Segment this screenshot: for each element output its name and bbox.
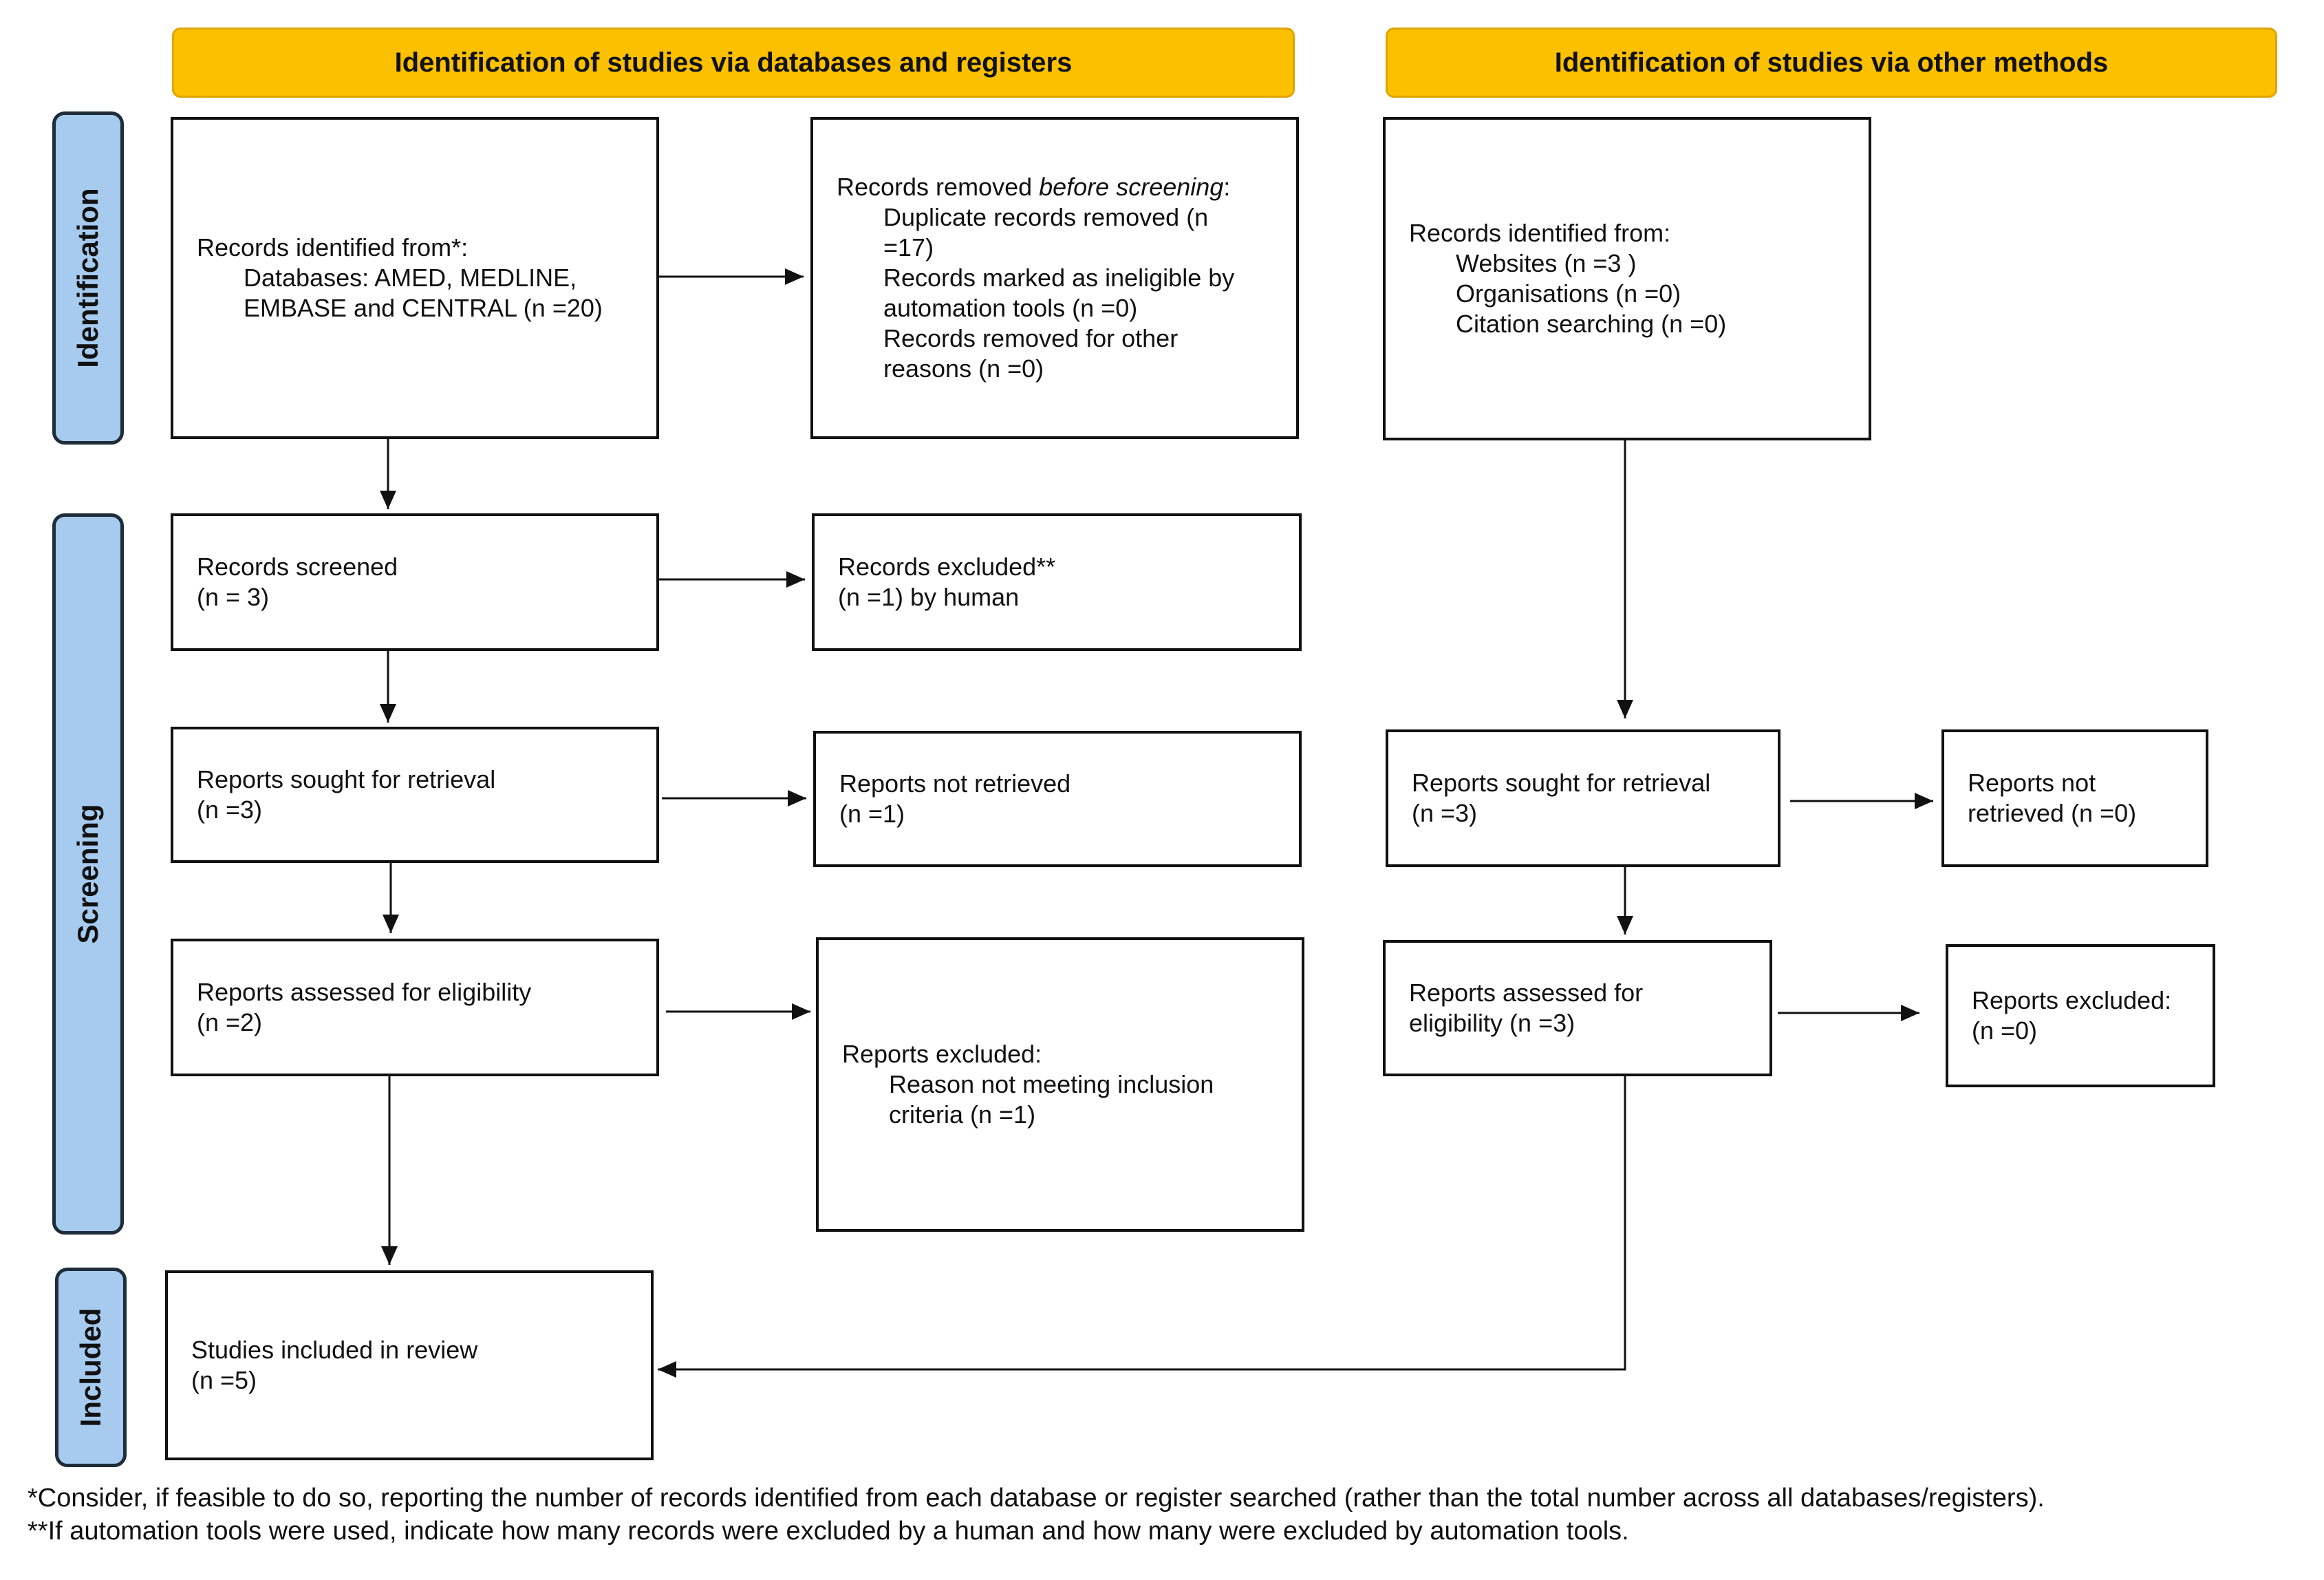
box-studies-included: Studies included in review (n =5) [165, 1270, 654, 1460]
records-screened-value: (n = 3) [197, 583, 270, 611]
other-not-retrieved-1: Reports not [1968, 769, 2096, 797]
box-records-removed: Records removed before screening: Duplic… [810, 117, 1299, 439]
other-excluded-value: (n =0) [1972, 1016, 2038, 1045]
arrow-other-assessed-to-included [658, 1076, 1626, 1378]
reports-sought-value: (n =3) [197, 796, 263, 824]
box-other-reports-assessed: Reports assessed for eligibility (n =3) [1383, 940, 1772, 1076]
reports-not-retrieved-title: Reports not retrieved [839, 769, 1071, 798]
box-other-reports-excluded: Reports excluded: (n =0) [1946, 944, 2215, 1087]
duplicate-records-1: Duplicate records removed (n [883, 203, 1209, 231]
other-identified-citation: Citation searching (n =0) [1456, 310, 1727, 338]
other-sought-title: Reports sought for retrieval [1412, 769, 1711, 797]
automation-records-2: automation tools (n =0) [883, 294, 1138, 322]
reports-assessed-value: (n =2) [197, 1008, 263, 1036]
records-identified-databases-2: EMBASE and CENTRAL (n =20) [244, 294, 603, 322]
reports-excluded-reason-1: Reason not meeting inclusion [889, 1070, 1214, 1098]
other-identified-title: Records identified from: [1409, 219, 1671, 247]
reports-assessed-title: Reports assessed for eligibility [197, 978, 532, 1006]
automation-records-1: Records marked as ineligible by [883, 264, 1235, 292]
box-reports-assessed: Reports assessed for eligibility (n =2) [171, 939, 659, 1076]
reports-excluded-title: Reports excluded: [842, 1040, 1042, 1068]
box-other-reports-sought: Reports sought for retrieval (n =3) [1386, 729, 1780, 867]
footnote-2: **If automation tools were used, indicat… [28, 1517, 1629, 1546]
reports-sought-title: Reports sought for retrieval [197, 765, 496, 793]
box-records-identified: Records identified from*: Databases: AME… [171, 117, 659, 439]
records-removed-title: Records removed before screening: [837, 173, 1231, 201]
studies-included-title: Studies included in review [191, 1336, 478, 1364]
other-excluded-title: Reports excluded: [1972, 986, 2172, 1014]
box-records-excluded: Records excluded** (n =1) by human [812, 513, 1302, 651]
other-assessed-1: Reports assessed for [1409, 979, 1644, 1007]
records-identified-databases-1: Databases: AMED, MEDLINE, [244, 264, 577, 292]
other-not-retrieved-2: retrieved (n =0) [1968, 799, 2137, 827]
header-databases: Identification of studies via databases … [172, 28, 1295, 98]
header-other-methods: Identification of studies via other meth… [1386, 28, 2277, 98]
records-excluded-title: Records excluded** [838, 553, 1056, 581]
other-removed-1: Records removed for other [883, 324, 1179, 352]
box-reports-not-retrieved: Reports not retrieved (n =1) [813, 731, 1302, 867]
box-other-records-identified: Records identified from: Websites (n =3 … [1383, 117, 1871, 440]
studies-included-value: (n =5) [191, 1366, 257, 1394]
footnote-1: *Consider, if feasible to do so, reporti… [28, 1484, 2045, 1513]
records-screened-title: Records screened [197, 553, 398, 581]
box-reports-excluded: Reports excluded: Reason not meeting inc… [816, 937, 1304, 1232]
records-identified-title: Records identified from*: [197, 233, 469, 261]
other-assessed-2: eligibility (n =3) [1409, 1009, 1575, 1037]
phase-identification: Identification [52, 111, 124, 445]
duplicate-records-2: =17) [883, 233, 934, 261]
box-other-not-retrieved: Reports not retrieved (n =0) [1941, 729, 2208, 867]
reports-not-retrieved-value: (n =1) [839, 800, 905, 828]
reports-excluded-reason-2: criteria (n =1) [889, 1100, 1036, 1129]
records-excluded-value: (n =1) by human [838, 583, 1020, 611]
other-sought-value: (n =3) [1412, 799, 1478, 827]
other-identified-organisations: Organisations (n =0) [1456, 279, 1681, 308]
phase-screening: Screening [52, 513, 124, 1235]
other-identified-websites: Websites (n =3 ) [1456, 249, 1637, 277]
phase-included: Included [55, 1268, 127, 1467]
box-records-screened: Records screened (n = 3) [171, 513, 659, 651]
other-removed-2: reasons (n =0) [883, 354, 1044, 383]
box-reports-sought: Reports sought for retrieval (n =3) [171, 727, 659, 863]
